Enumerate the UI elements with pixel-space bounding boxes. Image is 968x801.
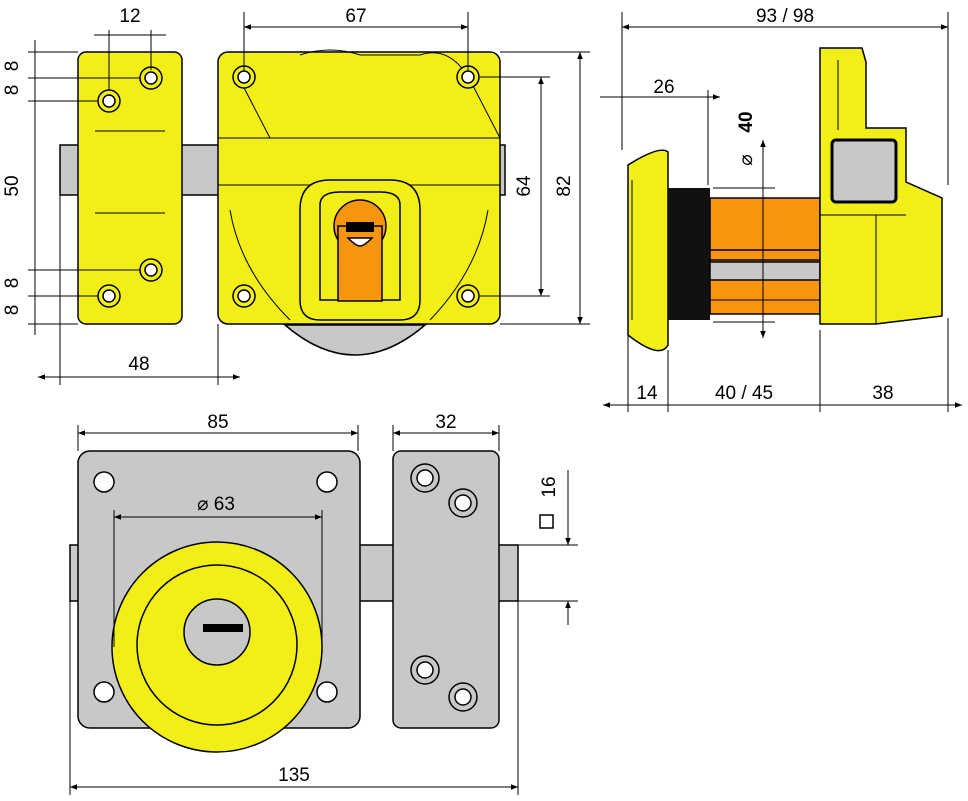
side-view: 93 / 98 26 ⌀ 40 14 40 / 45 38 (600, 6, 962, 412)
dim-8-top-a: 8 (2, 61, 23, 72)
back-strike-hole (448, 488, 478, 518)
front-view: 12 67 8 8 50 8 8 48 64 82 (2, 6, 590, 385)
strike-hole (139, 66, 163, 90)
strike-hole (97, 89, 121, 113)
dim-85: 85 (207, 412, 228, 433)
dim-12: 12 (119, 6, 140, 27)
rosette-side (627, 149, 669, 352)
back-strike-hole (410, 655, 440, 685)
strike-hole (139, 258, 163, 282)
dim-64: 64 (514, 175, 535, 197)
dim-93-98: 93 / 98 (756, 6, 814, 27)
bolt-section-square (539, 514, 554, 529)
dim-26: 26 (653, 77, 674, 98)
dim-48: 48 (128, 354, 149, 375)
dim-40-45: 40 / 45 (715, 383, 773, 404)
dim-16: 16 (539, 476, 560, 497)
dim-14: 14 (636, 383, 658, 404)
dim-82: 82 (554, 175, 575, 196)
back-hole (93, 681, 115, 703)
dim-8-bottom-b: 8 (2, 305, 23, 316)
back-strike-hole (410, 463, 440, 493)
dim-diameter-40: 40 (736, 111, 757, 132)
dim-135: 135 (278, 765, 310, 786)
back-hole (316, 681, 338, 703)
strike-plate-front (77, 51, 183, 325)
dim-67: 67 (345, 6, 366, 27)
strike-plate-back (392, 450, 500, 729)
body-hole (456, 284, 480, 308)
back-strike-hole (448, 682, 478, 712)
dim-38: 38 (872, 383, 893, 404)
knob-bottom (282, 324, 428, 356)
bolt-square-side (830, 138, 898, 204)
body-hole (232, 284, 256, 308)
dim-diameter-symbol: ⌀ (736, 154, 757, 165)
dim-diameter-63: ⌀ 63 (197, 494, 235, 515)
back-hole (93, 471, 115, 493)
black-ring (668, 188, 710, 320)
back-hole (316, 471, 338, 493)
strike-hole (97, 284, 121, 308)
dim-8-top-b: 8 (2, 85, 23, 96)
rosette-back (111, 541, 323, 753)
back-view: 85 32 ⌀ 63 16 135 (69, 412, 578, 795)
cylinder-front (333, 199, 387, 302)
dim-32: 32 (435, 412, 456, 433)
dim-8-bottom-a: 8 (2, 278, 23, 289)
dim-50: 50 (2, 175, 23, 196)
